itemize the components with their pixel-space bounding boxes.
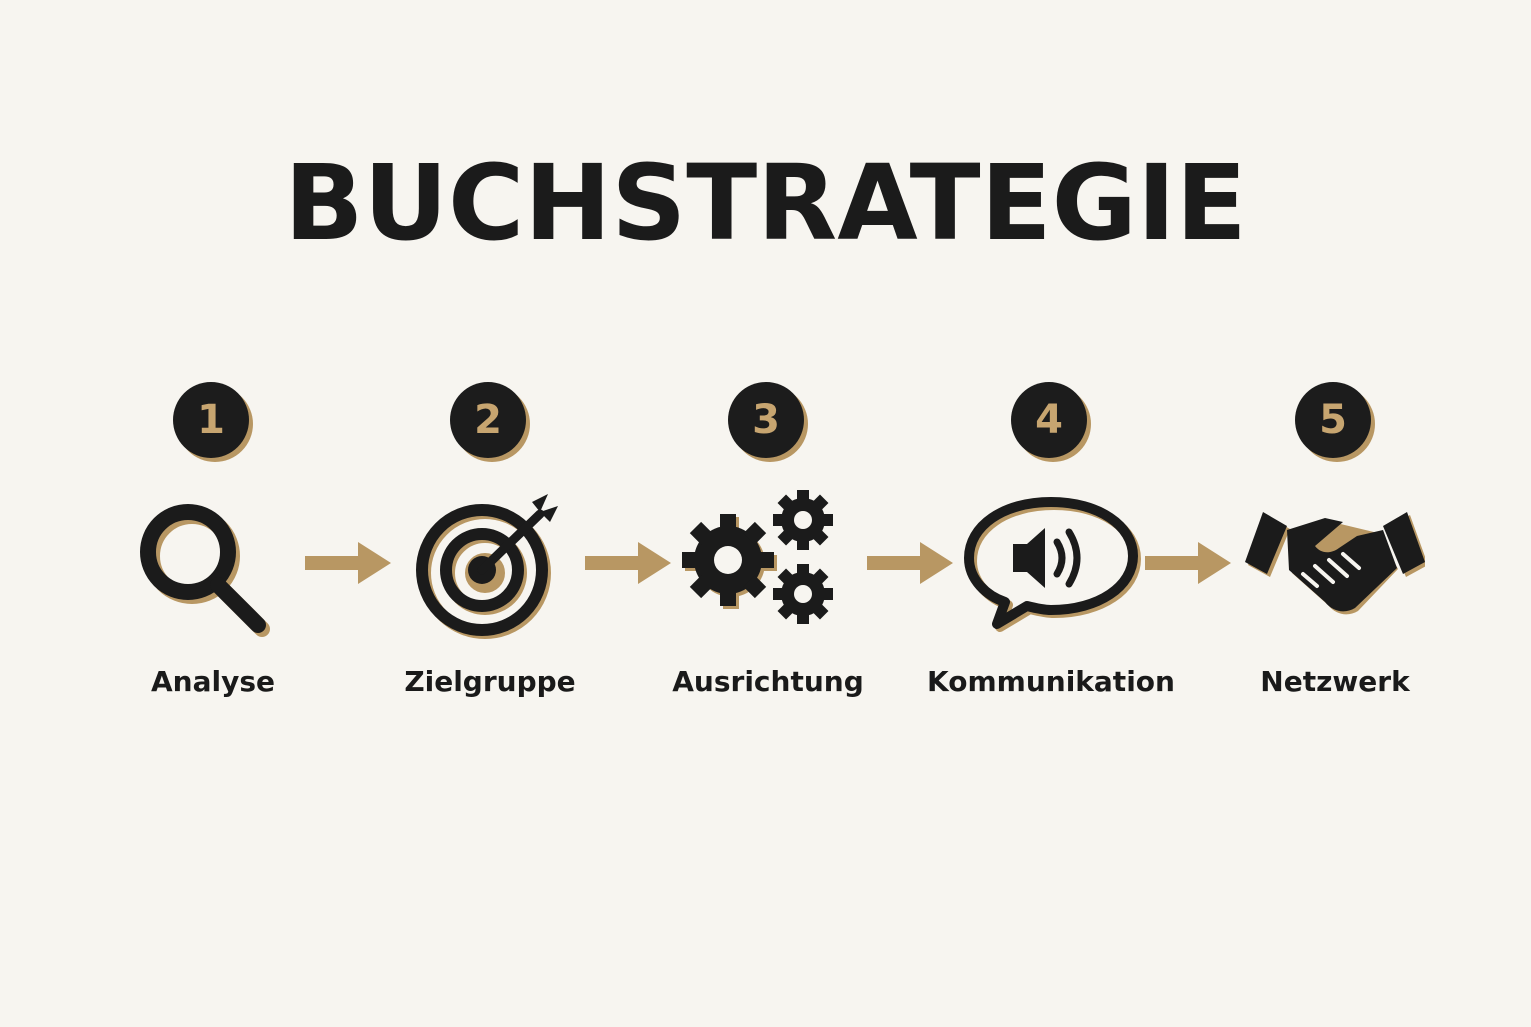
step-label: Kommunikation (927, 665, 1175, 698)
magnifier-icon (123, 490, 303, 640)
arrow-right-icon (303, 540, 393, 586)
step-number: 5 (1295, 382, 1371, 458)
step-number-badge: 2 (450, 380, 530, 464)
step-number: 3 (728, 382, 804, 458)
step-label: Analyse (150, 665, 275, 698)
step-number: 1 (173, 382, 249, 458)
step-label: Netzwerk (1260, 665, 1410, 698)
step-label: Zielgruppe (404, 665, 576, 698)
step-number: 2 (450, 382, 526, 458)
step-number-badge: 4 (1011, 380, 1091, 464)
speech-speaker-icon (961, 490, 1141, 640)
target-icon (400, 490, 580, 640)
step-number-badge: 5 (1295, 380, 1375, 464)
diagram-title: BUCHSTRATEGIE (284, 142, 1247, 264)
step-label: Ausrichtung (672, 665, 864, 698)
arrow-right-icon (583, 540, 673, 586)
step-number: 4 (1011, 382, 1087, 458)
step-number-badge: 1 (173, 380, 253, 464)
gears-icon (678, 490, 858, 640)
arrow-right-icon (1143, 540, 1233, 586)
handshake-icon (1245, 490, 1425, 640)
arrow-right-icon (865, 540, 955, 586)
step-number-badge: 3 (728, 380, 808, 464)
